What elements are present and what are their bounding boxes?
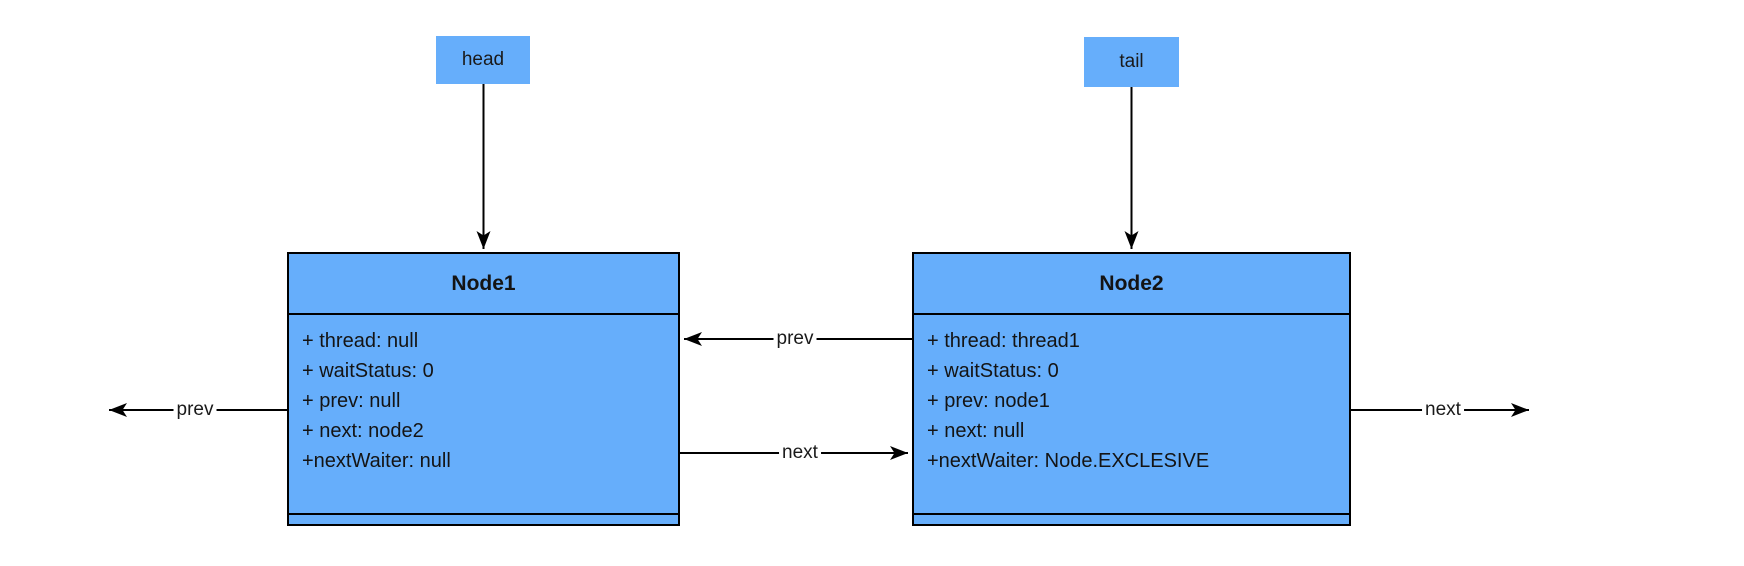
field-row: + prev: node1	[927, 390, 1050, 412]
node2-title: Node2	[914, 254, 1349, 315]
edge-label-node1-prev: prev	[173, 399, 217, 421]
node2-box: Node2 + thread: thread1 + waitStatus: 0 …	[912, 252, 1351, 526]
edge-label-node2-prev: prev	[773, 328, 817, 350]
field-row: + waitStatus: 0	[927, 360, 1059, 382]
node1-title: Node1	[289, 254, 678, 315]
field-row: + thread: thread1	[927, 330, 1080, 352]
tail-pointer-box: tail	[1084, 37, 1179, 87]
field-row: +nextWaiter: null	[302, 450, 451, 472]
edge-label-node2-next: next	[1422, 399, 1464, 421]
field-row: +nextWaiter: Node.EXCLESIVE	[927, 450, 1210, 472]
head-pointer-box: head	[436, 36, 530, 84]
field-row: + waitStatus: 0	[302, 360, 434, 382]
edge-label-node1-next: next	[779, 442, 821, 464]
field-row: + thread: null	[302, 330, 419, 352]
node2-footer-compartment	[914, 515, 1349, 524]
field-row: + next: null	[927, 420, 1025, 442]
node1-fields: + thread: null + waitStatus: 0 + prev: n…	[289, 315, 678, 515]
field-row: + next: node2	[302, 420, 424, 442]
node1-footer-compartment	[289, 515, 678, 524]
node1-box: Node1 + thread: null + waitStatus: 0 + p…	[287, 252, 680, 526]
tail-pointer-label: tail	[1119, 51, 1144, 72]
head-pointer-label: head	[461, 49, 505, 70]
field-row: + prev: null	[302, 390, 401, 412]
node2-fields: + thread: thread1 + waitStatus: 0 + prev…	[914, 315, 1349, 515]
